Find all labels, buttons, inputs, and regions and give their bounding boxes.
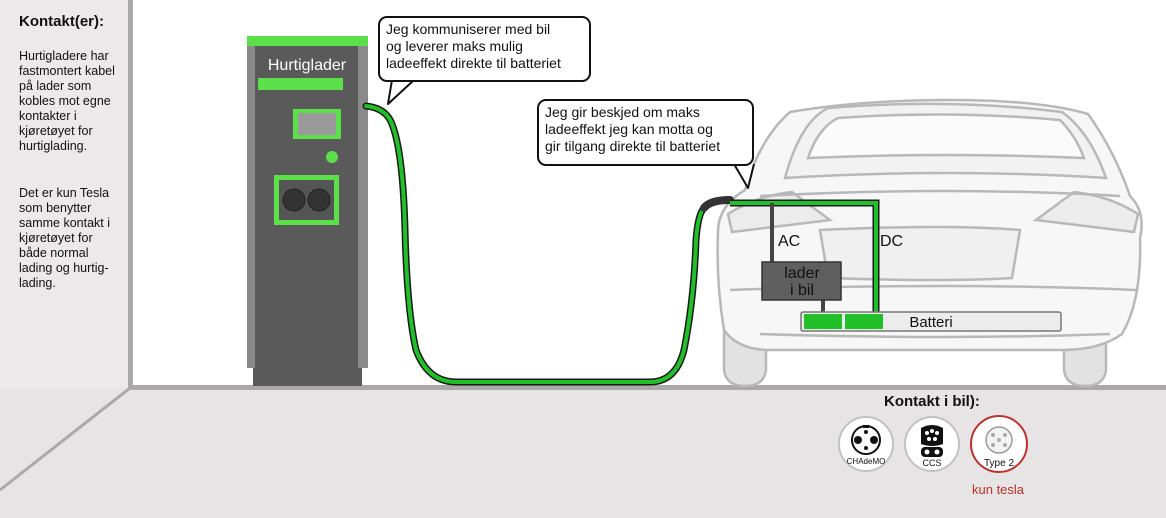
type2-note: kun tesla — [972, 482, 1025, 497]
ccs-label: CCS — [922, 458, 941, 468]
dc-wiring-fill — [730, 201, 878, 314]
car-taillight-right — [1032, 190, 1140, 234]
onboard-charger-label-line1: lader — [784, 265, 820, 282]
ccs-connector-icon[interactable]: CCS — [904, 416, 960, 472]
charger-socket-left — [282, 188, 306, 212]
floor-line — [128, 385, 1166, 390]
connector-legend-title: Kontakt i bil): — [884, 393, 980, 410]
battery-cell-2 — [845, 314, 883, 329]
car-rear-glass — [806, 113, 1086, 160]
charger-shadow-base — [253, 366, 362, 386]
car-speech-bubble: Jeg gir beskjed om maks ladeeffekt jeg k… — [537, 99, 754, 166]
car-bubble-tail — [733, 163, 755, 189]
charger-station: Hurtiglader — [247, 36, 368, 386]
sidebar-paragraph-2: Det er kun Tesla som benytter samme kont… — [19, 186, 111, 290]
sidebar-title: Kontakt(er): — [19, 13, 104, 30]
chademo-label: CHAdeMO — [847, 457, 886, 466]
chademo-connector-icon[interactable]: CHAdeMO — [838, 416, 894, 472]
type2-connector-icon[interactable]: Type 2 — [970, 415, 1028, 473]
sidebar-edge — [128, 0, 133, 388]
battery-label: Batteri — [909, 314, 952, 331]
charger-top-cap — [247, 36, 368, 46]
charger-side-stripe-left — [247, 44, 255, 368]
type2-label: Type 2 — [984, 458, 1014, 469]
car-trunk-line — [759, 189, 1121, 198]
ac-label: AC — [778, 233, 800, 250]
charger-screen-inner — [298, 113, 336, 135]
charging-cable-fill — [364, 104, 706, 384]
car-lower-valance — [759, 332, 1111, 339]
charger-bubble-tail — [387, 79, 415, 105]
onboard-charger-box — [761, 261, 842, 301]
sidebar-panel — [0, 0, 130, 388]
dc-label: DC — [880, 233, 903, 250]
floor-perspective-line — [0, 386, 131, 492]
battery-cell-1 — [804, 314, 842, 329]
charger-label-bar — [258, 78, 343, 90]
charger-socket-right — [307, 188, 331, 212]
charger-label: Hurtiglader — [268, 57, 347, 74]
charger-speech-bubble: Jeg kommuniserer med bil og leverer maks… — [378, 16, 591, 82]
sidebar-paragraph-1: Hurtigladere har fastmontert kabel på la… — [19, 49, 115, 153]
charger-status-light — [326, 151, 338, 163]
car-inlet-plug — [700, 196, 734, 212]
charger-side-stripe-right — [358, 44, 368, 368]
onboard-charger-label-line2: i bil — [790, 282, 814, 299]
car-plate-area — [818, 225, 1022, 282]
